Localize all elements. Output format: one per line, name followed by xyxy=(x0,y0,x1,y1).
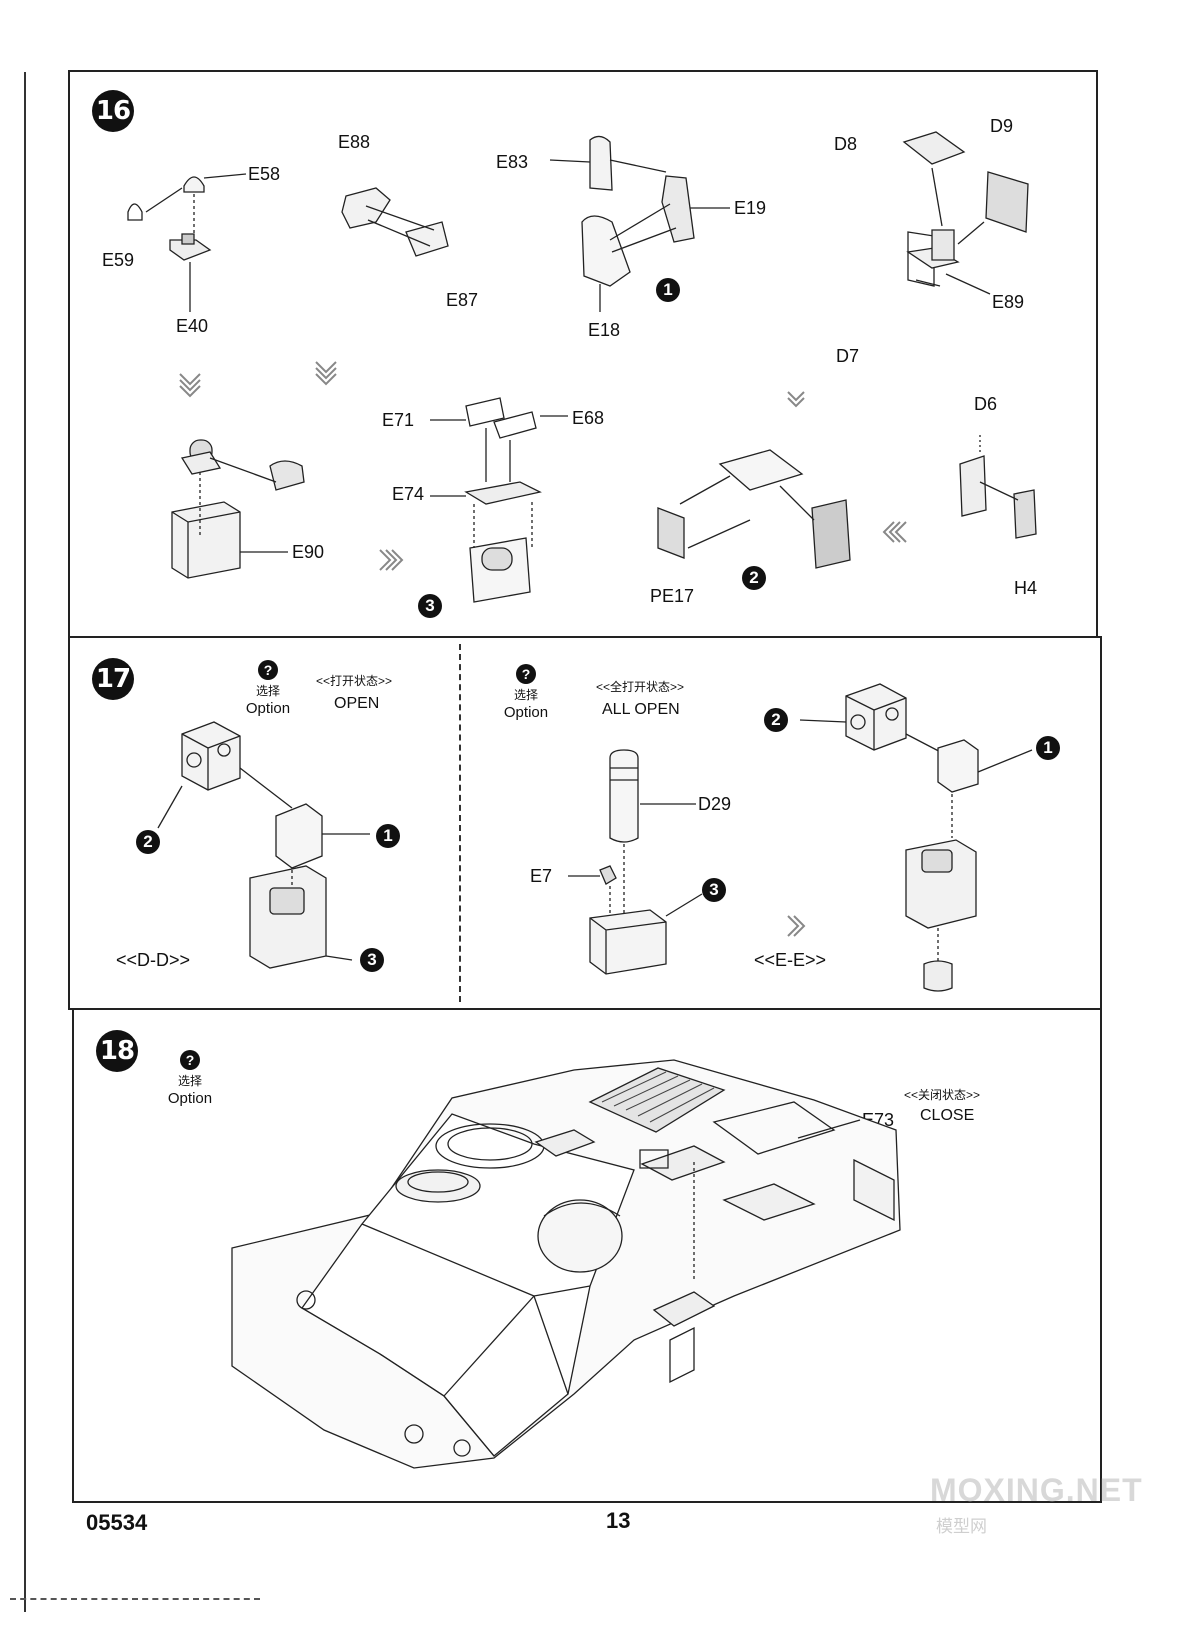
watermark-main: MOXING.NET xyxy=(930,1472,1143,1508)
callout-3: 3 xyxy=(360,948,384,972)
option-en-label: Option xyxy=(245,700,291,717)
option-right: ? 选择 Option xyxy=(496,664,556,722)
callout-2: 2 xyxy=(764,708,788,732)
label-D9: D9 xyxy=(990,116,1014,136)
label-D7: D7 xyxy=(836,346,860,366)
state-cn-all-open: <<全打开状态>> xyxy=(596,680,685,694)
label-E71: E71 xyxy=(382,410,415,430)
step-16-number: 16 xyxy=(92,90,134,132)
label-E19: E19 xyxy=(734,198,767,218)
label-E59: E59 xyxy=(102,250,135,270)
hull-illustration xyxy=(74,1010,1104,1505)
label-E7: E7 xyxy=(530,866,553,886)
label-E90: E90 xyxy=(292,542,325,562)
label-E83: E83 xyxy=(496,152,529,172)
step-16-illustration xyxy=(70,72,1100,640)
bottom-edge-line xyxy=(10,1598,260,1600)
section-label-DD: <<D-D>> xyxy=(116,950,191,970)
step-17-panel: 17 ? 选择 Option <<打开状态>> OPEN 2 1 3 <<D-D… xyxy=(68,636,1102,1010)
option-close: ? 选择 Option xyxy=(160,1050,220,1108)
option-cn-label: 选择 xyxy=(513,688,538,702)
step-18-number: 18 xyxy=(96,1030,138,1072)
state-all-open: ALL OPEN xyxy=(602,701,680,718)
label-E40: E40 xyxy=(176,316,209,336)
section-label-EE: <<E-E>> xyxy=(754,950,827,970)
step-17-left-illustration xyxy=(70,638,460,1012)
left-page-edge xyxy=(0,72,26,1612)
step-18-panel: 18 ? 选择 Option <<关闭状态>> CLOSE E73 xyxy=(72,1008,1102,1503)
step-17-divider xyxy=(459,644,461,1002)
label-D8: D8 xyxy=(834,134,858,154)
state-cn-close: <<关闭状态>> xyxy=(904,1088,981,1102)
question-icon: ? xyxy=(180,1050,200,1070)
state-open: OPEN xyxy=(334,695,380,712)
label-PE17: PE17 xyxy=(650,586,695,606)
step-17-right-illustration xyxy=(460,638,1100,1012)
question-icon: ? xyxy=(258,660,278,680)
page-number: 13 xyxy=(606,1508,631,1533)
callout-1: 1 xyxy=(1036,736,1060,760)
label-E58: E58 xyxy=(248,164,281,184)
question-icon: ? xyxy=(516,664,536,684)
label-D29: D29 xyxy=(698,794,732,814)
option-cn-label: 选择 xyxy=(255,684,280,698)
label-E68: E68 xyxy=(572,408,605,428)
label-E88: E88 xyxy=(338,132,371,152)
label-E74: E74 xyxy=(392,484,425,504)
option-en-label: Option xyxy=(167,1090,213,1107)
option-cn-label: 选择 xyxy=(177,1074,202,1088)
state-cn-open: <<打开状态>> xyxy=(316,674,393,688)
label-H4: H4 xyxy=(1014,578,1038,598)
label-E18: E18 xyxy=(588,320,621,340)
page-code: 05534 xyxy=(86,1510,148,1535)
callout-2: 2 xyxy=(742,566,766,590)
callout-1: 1 xyxy=(376,824,400,848)
callout-3: 3 xyxy=(418,594,442,618)
step-17-number: 17 xyxy=(92,658,134,700)
label-D6: D6 xyxy=(974,394,998,414)
watermark-sub: 模型网 xyxy=(936,1517,987,1536)
option-en-label: Option xyxy=(503,704,549,721)
label-E89: E89 xyxy=(992,292,1025,312)
step-16-panel: 16 xyxy=(68,70,1098,638)
callout-2: 2 xyxy=(136,830,160,854)
callout-1: 1 xyxy=(656,278,680,302)
option-left: ? 选择 Option xyxy=(238,660,298,718)
callout-3: 3 xyxy=(702,878,726,902)
label-E87: E87 xyxy=(446,290,479,310)
state-close: CLOSE xyxy=(920,1107,975,1124)
